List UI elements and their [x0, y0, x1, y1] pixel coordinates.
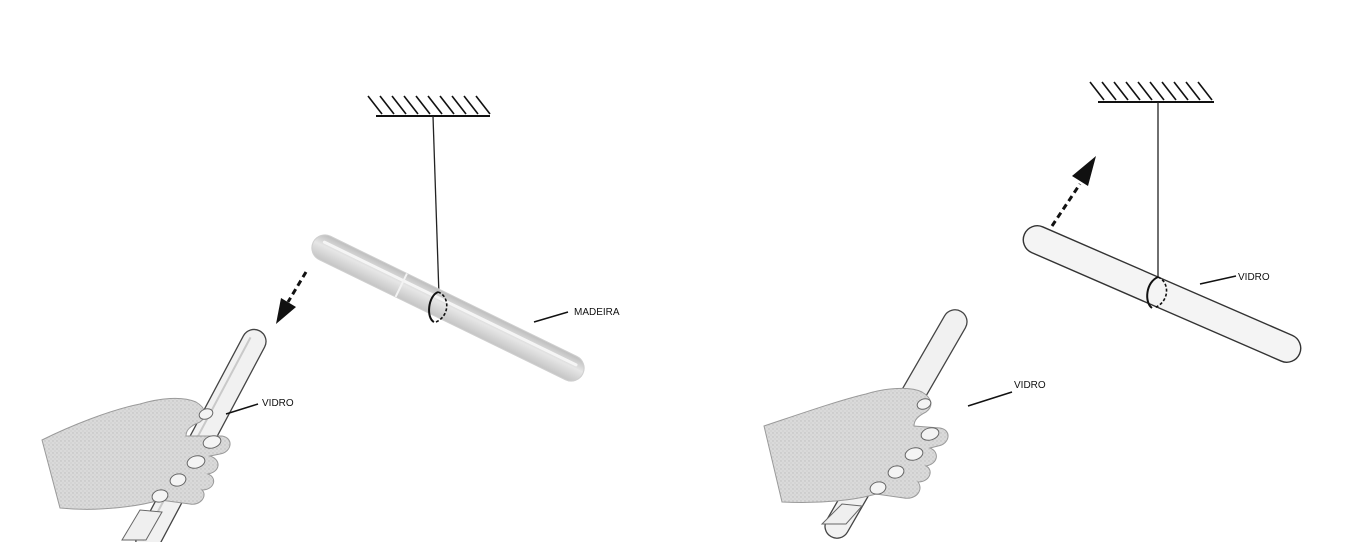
- right-ceiling-support: [1089, 81, 1214, 103]
- right-suspended-vidro-leader: [1199, 275, 1237, 285]
- right-string-loop: [1146, 276, 1168, 309]
- right-suspended-vidro-label: VIDRO: [1238, 272, 1270, 283]
- left-vidro-label: VIDRO: [262, 398, 294, 409]
- left-string: [432, 115, 440, 297]
- right-held-vidro-label: VIDRO: [1014, 380, 1046, 391]
- right-suspended-glass-rod: [1022, 225, 1302, 363]
- left-vidro-leader: [225, 403, 259, 415]
- madeira-leader: [533, 311, 569, 323]
- left-ceiling-support: [367, 95, 491, 117]
- right-held-vidro-leader: [967, 391, 1013, 407]
- left-hand: [41, 397, 231, 541]
- madeira-label: MADEIRA: [574, 307, 620, 318]
- left-string-loop: [428, 291, 448, 323]
- right-scene: VIDRO VIDRO: [763, 81, 1302, 539]
- wooden-rod: [311, 234, 585, 382]
- right-hand: [763, 387, 949, 525]
- right-repulsion-arrow: [1050, 156, 1096, 227]
- left-scene: MADEIRA VIDRO: [41, 95, 620, 542]
- left-attraction-arrow: [276, 271, 308, 324]
